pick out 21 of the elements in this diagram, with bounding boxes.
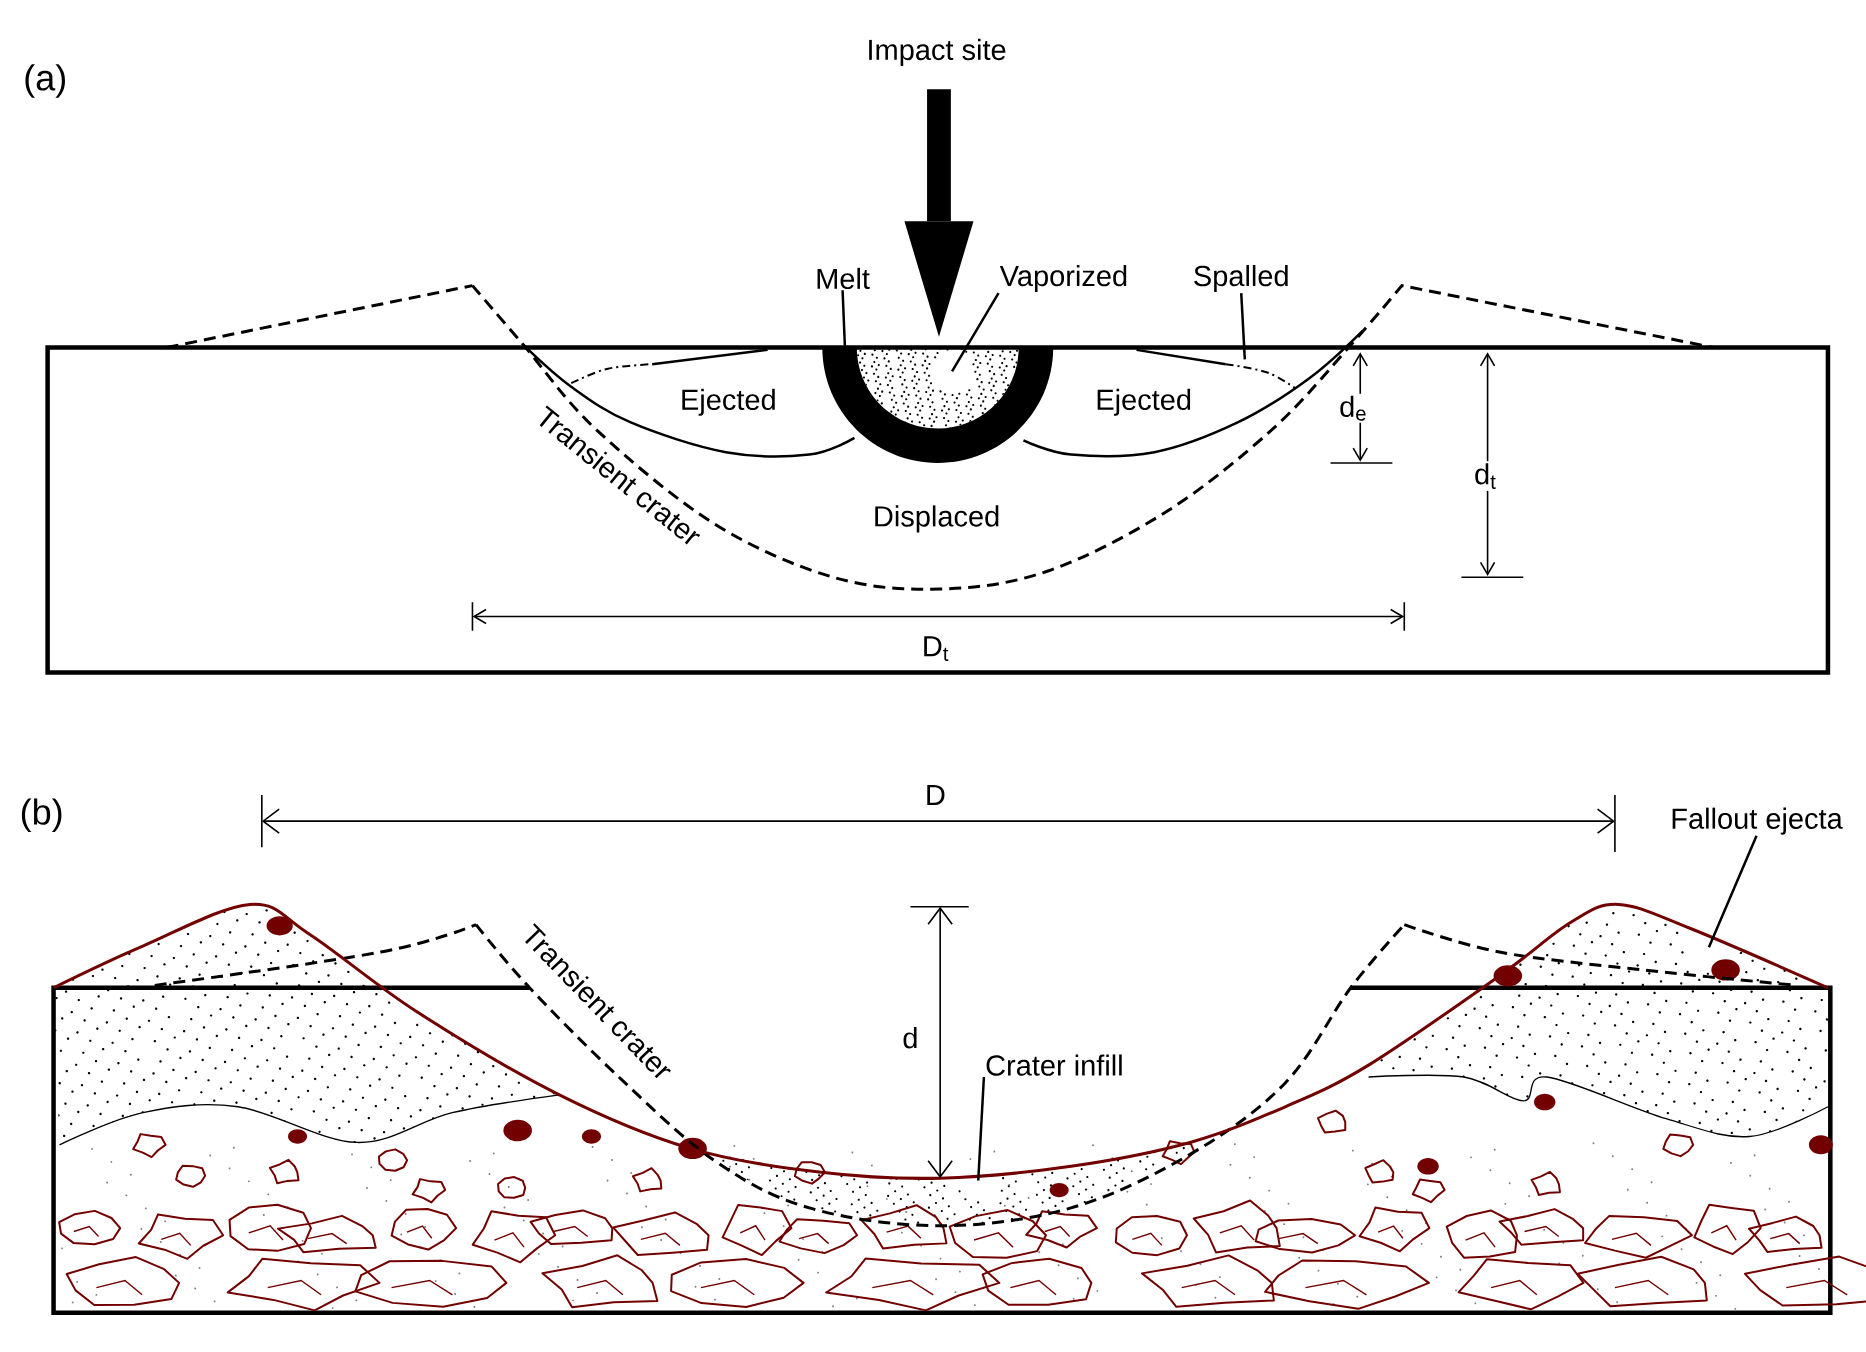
panel-label: (b) [21, 798, 62, 832]
part-label: Melt [817, 267, 870, 290]
dimension-label: D [922, 783, 948, 807]
dimension-label: d [900, 1025, 921, 1051]
region-label: Displaced [875, 505, 999, 533]
dimension-label: D$_{t}$ [919, 634, 951, 663]
region-label: Ejected [682, 388, 775, 416]
leader-line [977, 1076, 986, 1181]
leader-line [841, 290, 847, 348]
part-label: Vaporized [999, 265, 1127, 293]
leader-line [950, 292, 1000, 372]
dimension-label: d$_{e}$ [1337, 393, 1370, 423]
part-label: Crater infill [986, 1054, 1122, 1076]
leader-line [1240, 293, 1247, 360]
part-label: Fallout ejecta [1672, 807, 1843, 835]
leader-line [1707, 835, 1758, 948]
region-label: Ejected [1097, 388, 1191, 416]
site-label: Impact site [869, 38, 1006, 66]
dimension-label: d$_{t}$ [1472, 461, 1499, 491]
panel-label: (a) [25, 64, 65, 98]
part-label: Spalled [1194, 265, 1288, 293]
